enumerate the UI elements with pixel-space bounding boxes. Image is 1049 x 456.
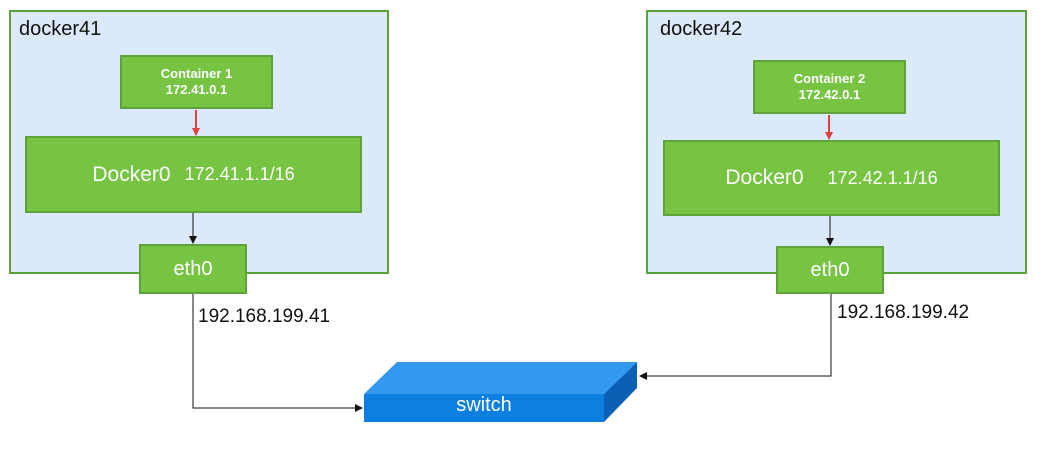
bridge-name: Docker0 xyxy=(92,162,171,186)
nic-name: eth0 xyxy=(810,258,850,281)
bridge-name: Docker0 xyxy=(725,166,804,189)
container-2-box: Container 2 172.42.0.1 xyxy=(753,60,906,114)
nic-ip-label: 192.168.199.42 xyxy=(837,302,970,323)
eth0-to-switch-line xyxy=(639,294,832,380)
host-label: docker41 xyxy=(19,18,102,40)
bridge-ip: 172.41.1.1/16 xyxy=(184,164,295,184)
bridge-ip: 172.42.1.1/16 xyxy=(827,167,938,188)
nic-name: eth0 xyxy=(173,257,213,280)
nic-ip-label: 192.168.199.41 xyxy=(198,306,331,327)
eth0-to-switch-line xyxy=(192,294,363,412)
docker0-bridge-box: Docker0 172.41.1.1/16 xyxy=(25,136,362,213)
container-ip: 172.42.0.1 xyxy=(798,87,861,102)
eth0-box: eth0 xyxy=(776,246,884,294)
eth0-box: eth0 xyxy=(139,244,247,294)
container-ip: 172.41.0.1 xyxy=(165,82,228,97)
container-title: Container 2 xyxy=(793,71,866,86)
switch-icon xyxy=(364,362,637,422)
host-label: docker42 xyxy=(660,18,743,40)
docker0-bridge-box: Docker0 172.42.1.1/16 xyxy=(663,140,1000,216)
switch-label: switch xyxy=(456,394,512,416)
container-title: Container 1 xyxy=(160,66,233,81)
container-1-box: Container 1 172.41.0.1 xyxy=(120,55,273,109)
